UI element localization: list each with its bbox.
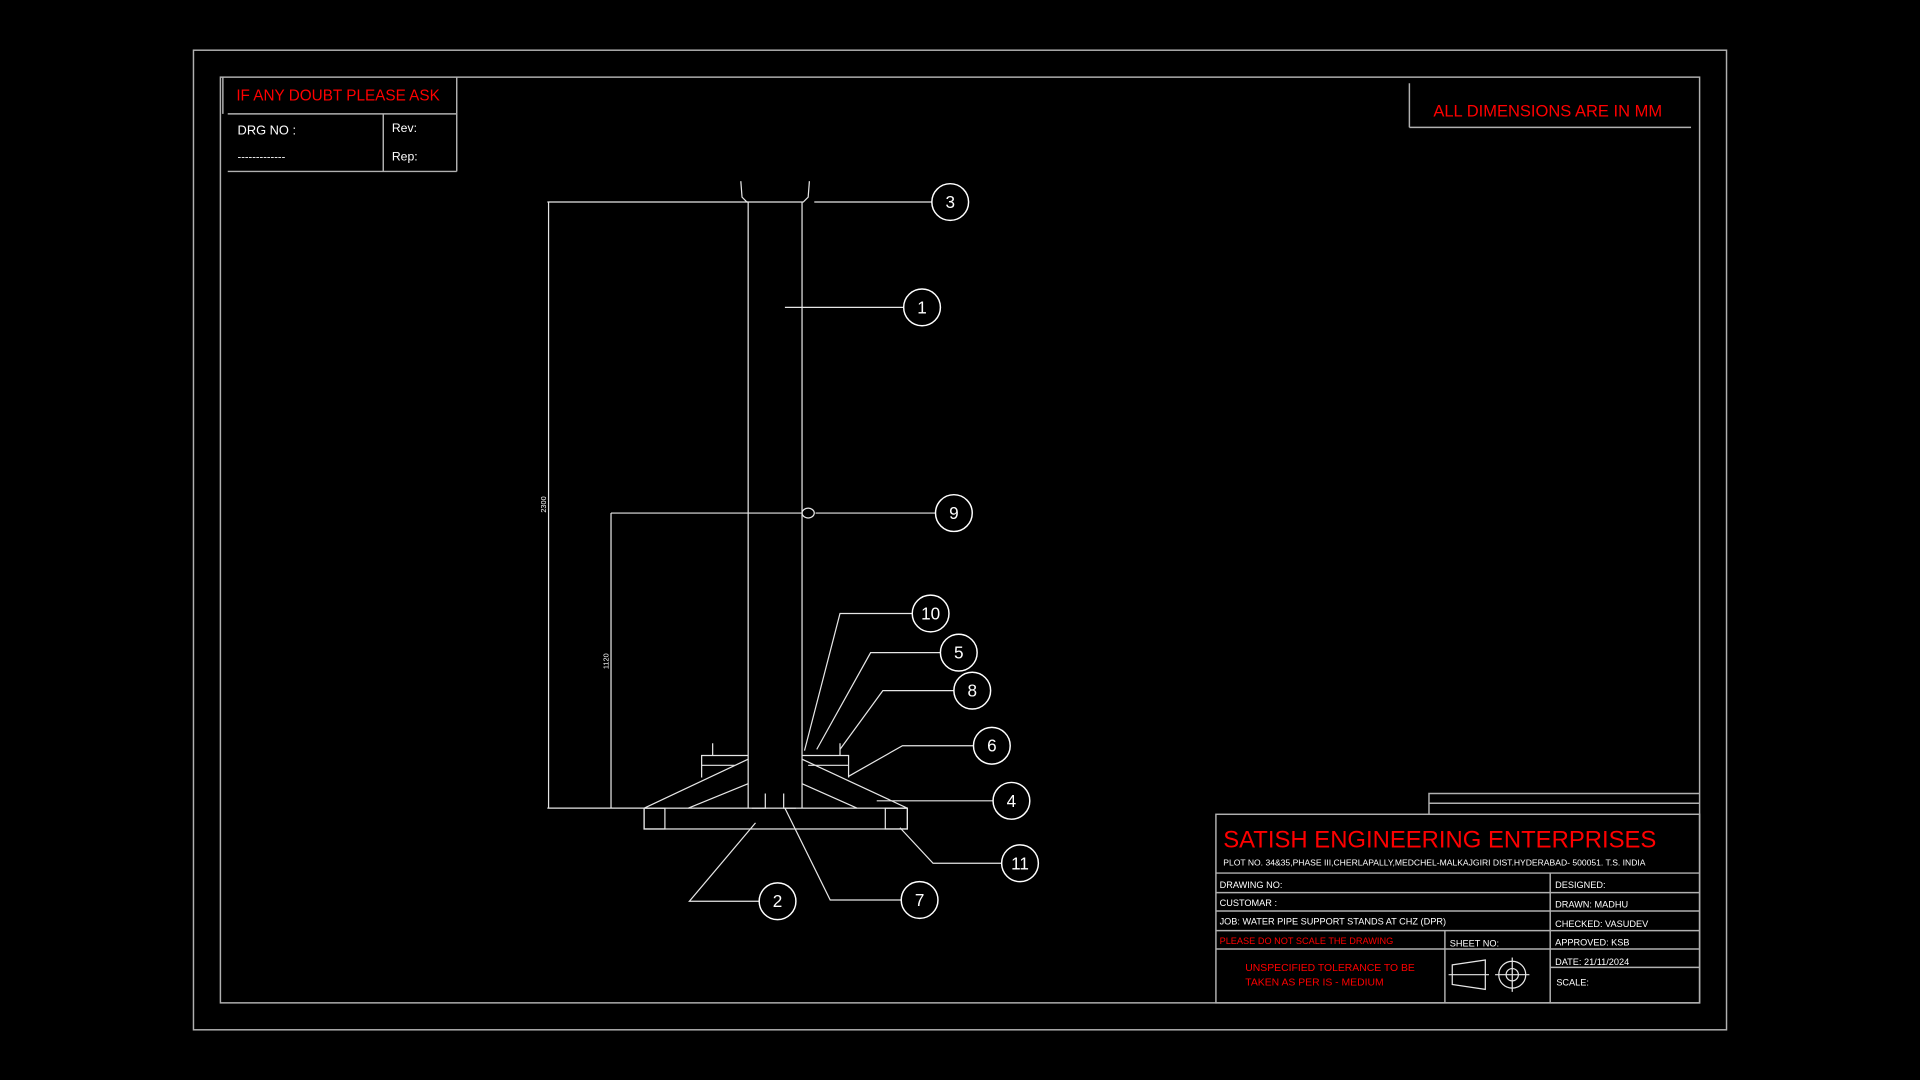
balloon-label: 6 [987,736,997,756]
rep-label: Rep: [392,149,418,163]
drg-info-box: IF ANY DOUBT PLEASE ASK DRG NO : -------… [222,77,458,173]
tolerance-note-line2: TAKEN AS PER IS - MEDIUM [1245,978,1383,989]
balloon-label: 11 [1011,853,1029,873]
scale-field: SCALE: [1556,978,1589,988]
balloon-label: 9 [949,503,959,523]
balloon-label: 10 [921,603,940,623]
drg-no-value: ------------- [238,151,286,163]
pipe-hole [801,507,815,519]
units-note: ALL DIMENSIONS ARE IN MM [1433,101,1662,120]
balloon-4: 4 [992,781,1031,820]
dim-2300: 2300 [539,496,548,512]
support-stand-elevation: 2300 1120 1 2 3 4 5 6 7 8 9 10 [539,181,1040,921]
balloon-1: 1 [902,288,942,327]
dimension-pipe-height: 1120 [602,512,803,809]
balloon-9: 9 [934,493,973,533]
drawing-no-field: DRAWING NO: [1220,880,1283,890]
checked-field: CHECKED: VASUDEV [1555,919,1649,929]
top-channel [740,181,810,203]
balloon-label: 8 [967,681,977,701]
balloon-11: 11 [1000,844,1040,883]
sheet-no-field: SHEET NO: [1450,939,1499,949]
job-field: JOB: WATER PIPE SUPPORT STANDS AT CHZ (D… [1220,916,1446,926]
leader-lines [688,201,1002,902]
drg-no-label: DRG NO : [238,123,297,138]
balloon-label: 7 [915,890,925,910]
company-address: PLOT NO. 34&35,PHASE III,CHERLAPALLY,MED… [1223,858,1646,868]
anchor-stubs [751,793,796,809]
balloon-label: 1 [917,297,927,317]
balloon-2: 2 [758,882,797,921]
sheet-border [192,49,1728,1031]
dimension-overall-height: 2300 [539,201,749,809]
balloon-8: 8 [953,671,992,710]
balloon-label: 5 [954,643,964,663]
balloon-label: 4 [1007,791,1017,811]
right-gusset [801,743,908,809]
balloon-3: 3 [931,182,970,222]
designed-field: DESIGNED: [1555,880,1605,890]
tolerance-note-line1: UNSPECIFIED TOLERANCE TO BE [1245,963,1415,974]
base-plate [643,807,908,830]
approved-field: APPROVED: KSB [1555,937,1629,947]
rev-label: Rev: [392,121,417,135]
dim-1120: 1120 [602,653,611,669]
no-scale-note: PLEASE DO NOT SCALE THE DRAWING [1220,936,1394,946]
date-field: DATE: 21/11/2024 [1555,957,1629,967]
doubt-note: IF ANY DOUBT PLEASE ASK [236,87,440,104]
customer-field: CUSTOMAR : [1220,898,1277,908]
left-gusset [643,743,749,809]
units-box: ALL DIMENSIONS ARE IN MM [1408,83,1692,129]
balloon-label: 2 [773,891,783,911]
projection-symbol-icon [1448,957,1530,992]
balloon-label: 3 [945,192,955,212]
company-name: SATISH ENGINEERING ENTERPRISES [1223,826,1656,853]
balloon-6: 6 [972,726,1011,765]
balloon-5: 5 [939,633,978,672]
title-block: SATISH ENGINEERING ENTERPRISES PLOT NO. … [1215,792,1701,1004]
balloon-10: 10 [911,594,950,633]
balloon-7: 7 [900,880,939,920]
column-pipe [747,202,803,809]
drawn-field: DRAWN: MADHU [1555,899,1628,909]
